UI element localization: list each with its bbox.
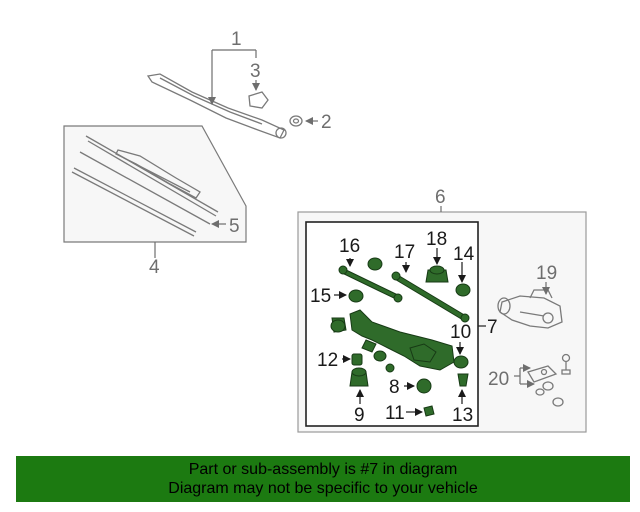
callout-11: 11 (385, 403, 405, 424)
callout-12: 12 (317, 350, 338, 371)
callout-5: 5 (229, 216, 240, 237)
notice-line-1: Part or sub-assembly is #7 in diagram (188, 461, 458, 478)
callout-4-5-leaders (154, 220, 226, 258)
wiper-motor (497, 289, 563, 329)
linkage-assembly (330, 257, 471, 417)
motor-hardware (527, 353, 571, 407)
arm-nut (289, 115, 303, 127)
sub-assembly-notice: Part or sub-assembly is #7 in diagram Di… (16, 456, 630, 502)
notice-line-2: Diagram may not be specific to your vehi… (168, 480, 478, 497)
callout-18: 18 (426, 229, 447, 250)
callout-6: 6 (435, 187, 446, 208)
callout-2: 2 (321, 112, 332, 133)
callout-7: 7 (487, 317, 498, 338)
callout-13: 13 (452, 405, 473, 426)
callout-1-leader (208, 49, 318, 125)
callout-14: 14 (453, 244, 475, 265)
callout-10: 10 (450, 322, 471, 343)
arm-cap (248, 91, 269, 109)
callout-8: 8 (389, 377, 400, 398)
callout-9: 9 (354, 405, 365, 426)
callout-20: 20 (488, 369, 509, 390)
callout-leaders-dark (334, 248, 466, 416)
blade-panel (63, 125, 247, 243)
callout-16: 16 (339, 236, 360, 257)
callout-1: 1 (231, 29, 242, 50)
callout-17: 17 (394, 242, 415, 263)
callout-3: 3 (250, 61, 261, 82)
callout-19: 19 (536, 263, 557, 284)
callout-4: 4 (149, 257, 160, 278)
callout-leaders-gray (514, 282, 550, 388)
callout-15: 15 (310, 286, 331, 307)
